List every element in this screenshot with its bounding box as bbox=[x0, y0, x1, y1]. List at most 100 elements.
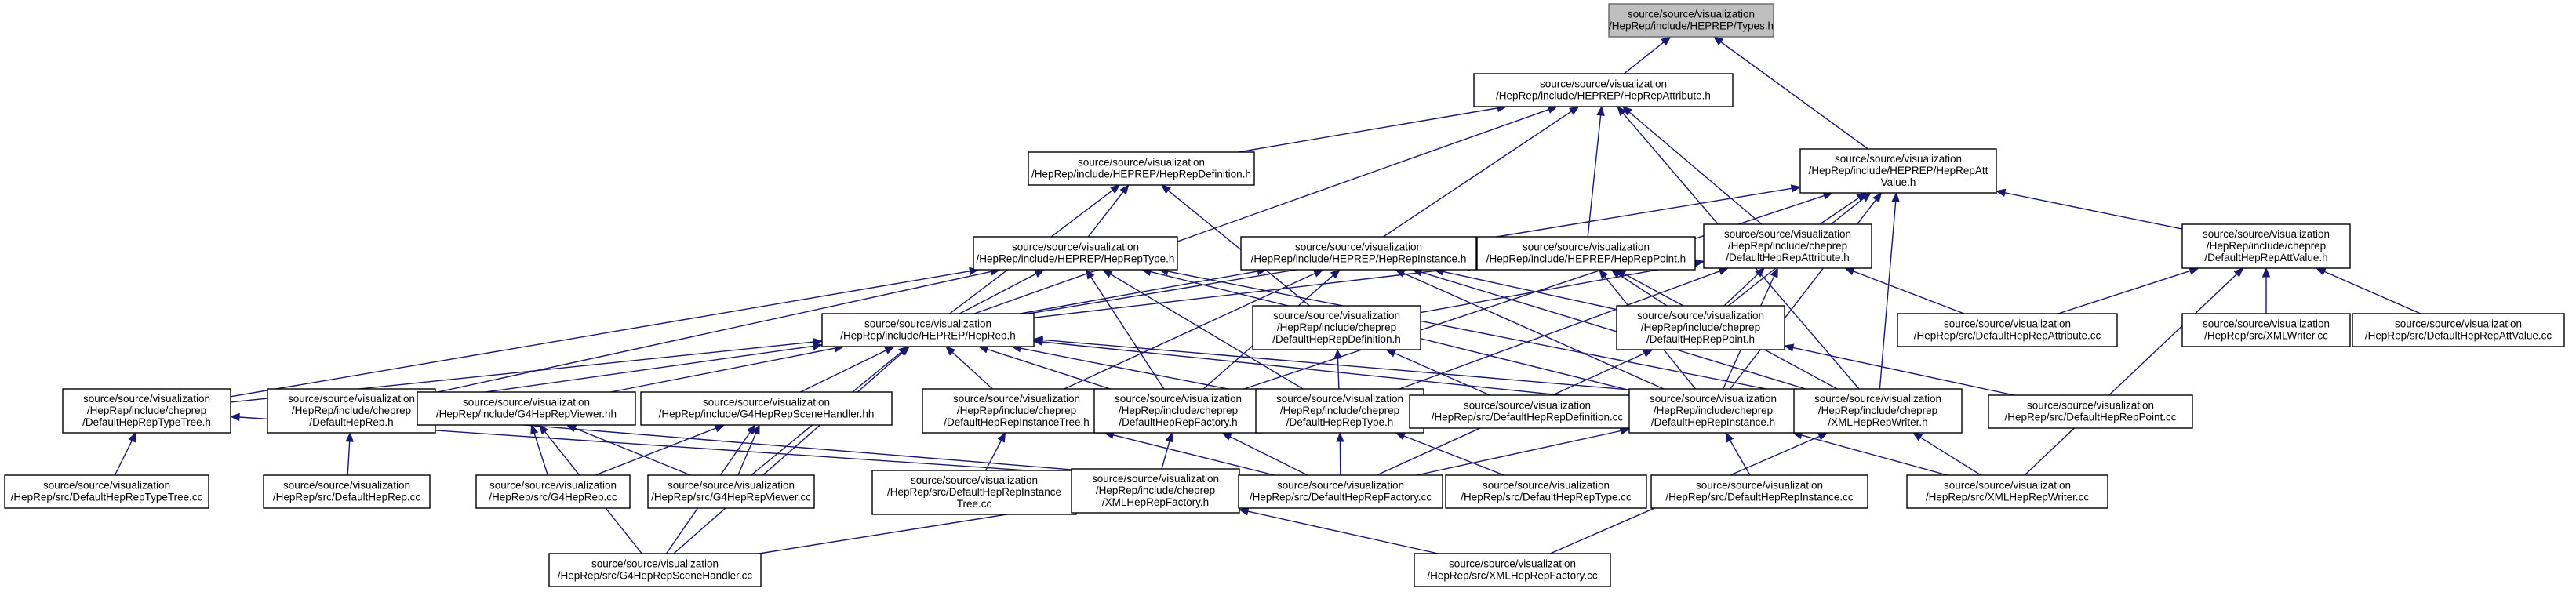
node-def-attvalue-cc[interactable]: source/source/visualization/HepRep/src/D… bbox=[2352, 313, 2565, 347]
node-def-definition-cc[interactable]: source/source/visualization/HepRep/src/D… bbox=[1409, 394, 1646, 429]
node-g4viewer-hh[interactable]: source/source/visualization/HepRep/inclu… bbox=[417, 391, 636, 426]
node-box[interactable] bbox=[1793, 388, 1963, 434]
node-box[interactable] bbox=[1238, 474, 1443, 509]
node-box[interactable] bbox=[62, 388, 231, 434]
node-box[interactable] bbox=[1703, 223, 1872, 269]
node-point-h[interactable]: source/source/visualization/HepRep/inclu… bbox=[1476, 236, 1696, 271]
arrow-head-icon bbox=[1755, 267, 1766, 278]
arrow-head-icon bbox=[1817, 432, 1828, 441]
node-def-typetree-cc[interactable]: source/source/visualization/HepRep/src/D… bbox=[4, 474, 209, 509]
node-xmlwriter-cc2[interactable]: source/source/visualization/HepRep/src/X… bbox=[1906, 474, 2108, 509]
node-def-instance-cc[interactable]: source/source/visualization/HepRep/src/D… bbox=[1650, 474, 1868, 509]
arrow-head-icon bbox=[1102, 269, 1113, 278]
node-box[interactable] bbox=[647, 474, 815, 509]
node-box[interactable] bbox=[640, 391, 893, 426]
node-xmlwriter-cc[interactable]: source/source/visualization/HepRep/src/X… bbox=[2181, 313, 2351, 347]
node-label-line: source/source/visualization bbox=[43, 480, 170, 492]
node-label-line: /HepRep/src/XMLHepRepWriter.cc bbox=[1926, 492, 2090, 503]
node-box[interactable] bbox=[1240, 236, 1477, 271]
node-def-factory-h[interactable]: source/source/visualization/HepRep/inclu… bbox=[1093, 388, 1263, 434]
node-def-instancetree-h[interactable]: source/source/visualization/HepRep/inclu… bbox=[922, 388, 1112, 434]
edge-xmlfactory_cc-to-xmlfactory_h bbox=[1238, 507, 1439, 554]
node-box[interactable] bbox=[1445, 474, 1647, 509]
node-def-factory-cc[interactable]: source/source/visualization/HepRep/src/D… bbox=[1238, 474, 1443, 509]
node-attribute-h[interactable]: source/source/visualization/HepRep/inclu… bbox=[1473, 73, 1734, 107]
node-label-line: /HepRep/include/cheprep bbox=[292, 405, 411, 416]
node-type-h[interactable]: source/source/visualization/HepRep/inclu… bbox=[973, 236, 1178, 271]
node-g4viewer-cc[interactable]: source/source/visualization/HepRep/src/G… bbox=[647, 474, 815, 509]
edge-line bbox=[737, 432, 757, 476]
edge-line bbox=[230, 271, 970, 398]
node-def-point-h[interactable]: source/source/visualization/HepRep/inclu… bbox=[1616, 305, 1785, 350]
node-def-instance-h[interactable]: source/source/visualization/HepRep/inclu… bbox=[1628, 388, 1798, 434]
node-label-line: source/source/visualization bbox=[1078, 157, 1205, 169]
node-def-type-h[interactable]: source/source/visualization/HepRep/inclu… bbox=[1255, 388, 1424, 434]
edge-heprep_h-to-attribute_h bbox=[973, 105, 1559, 314]
node-label-line: /HepRep/include/HEPREP/Types.h bbox=[1609, 20, 1774, 32]
node-box[interactable] bbox=[1414, 553, 1611, 587]
node-box[interactable] bbox=[1409, 394, 1646, 429]
node-box[interactable] bbox=[1476, 236, 1696, 271]
node-label-line: /HepRep/src/DefaultHepRepInstance.cc bbox=[1665, 492, 1854, 503]
node-xmlfactory-h[interactable]: source/source/visualization/HepRep/inclu… bbox=[1071, 468, 1240, 514]
node-box[interactable] bbox=[922, 388, 1112, 434]
node-definition-h[interactable]: source/source/visualization/HepRep/inclu… bbox=[1028, 151, 1255, 186]
node-box[interactable] bbox=[475, 474, 631, 509]
node-box[interactable] bbox=[2352, 313, 2565, 347]
node-box[interactable] bbox=[1799, 148, 1997, 194]
node-box[interactable] bbox=[263, 474, 431, 509]
node-g4heprep-cc[interactable]: source/source/visualization/HepRep/src/G… bbox=[475, 474, 631, 509]
node-def-attribute-cc[interactable]: source/source/visualization/HepRep/src/D… bbox=[1897, 313, 2118, 347]
node-box[interactable] bbox=[267, 388, 436, 434]
node-label-line: source/source/visualization bbox=[953, 393, 1080, 405]
arrow-head-icon bbox=[1844, 267, 1855, 275]
node-xmlfactory-cc[interactable]: source/source/visualization/HepRep/src/X… bbox=[1414, 553, 1611, 587]
node-def-instancetree-cc[interactable]: source/source/visualization/HepRep/src/D… bbox=[871, 470, 1077, 515]
node-instance-h[interactable]: source/source/visualization/HepRep/inclu… bbox=[1240, 236, 1477, 271]
node-def-heprep-h[interactable]: source/source/visualization/HepRep/inclu… bbox=[267, 388, 436, 434]
node-box[interactable] bbox=[973, 236, 1178, 271]
edge-line bbox=[1229, 436, 1308, 476]
node-label-line: source/source/visualization bbox=[1115, 393, 1242, 405]
node-box[interactable] bbox=[1650, 474, 1868, 509]
node-g4scenehandler-cc[interactable]: source/source/visualization/HepRep/src/G… bbox=[548, 553, 762, 587]
arrow-head-icon bbox=[1891, 191, 1900, 202]
node-box[interactable] bbox=[1608, 3, 1774, 38]
node-box[interactable] bbox=[1093, 388, 1263, 434]
edge-heprep_h-to-type_h bbox=[959, 269, 1045, 314]
node-label-line: source/source/visualization bbox=[1724, 228, 1851, 240]
node-box[interactable] bbox=[2181, 313, 2351, 347]
node-box[interactable] bbox=[1897, 313, 2118, 347]
node-xmlwriter-h[interactable]: source/source/visualization/HepRep/inclu… bbox=[1793, 388, 1963, 434]
node-def-attribute-h[interactable]: source/source/visualization/HepRep/inclu… bbox=[1703, 223, 1872, 269]
node-def-type-cc[interactable]: source/source/visualization/HepRep/src/D… bbox=[1445, 474, 1647, 509]
node-box[interactable] bbox=[871, 470, 1077, 515]
node-def-heprep-cc[interactable]: source/source/visualization/HepRep/src/D… bbox=[263, 474, 431, 509]
node-g4scenehandler-hh[interactable]: source/source/visualization/HepRep/inclu… bbox=[640, 391, 893, 426]
node-box[interactable] bbox=[4, 474, 209, 509]
node-box[interactable] bbox=[1071, 468, 1240, 514]
node-def-definition-h[interactable]: source/source/visualization/HepRep/inclu… bbox=[1252, 305, 1421, 350]
node-def-attvalue-h[interactable]: source/source/visualization/HepRep/inclu… bbox=[2181, 223, 2351, 269]
node-types-h[interactable]: source/source/visualization/HepRep/inclu… bbox=[1608, 3, 1774, 38]
node-box[interactable] bbox=[1252, 305, 1421, 350]
node-def-typetree-h[interactable]: source/source/visualization/HepRep/inclu… bbox=[62, 388, 231, 434]
node-def-point-cc[interactable]: source/source/visualization/HepRep/src/D… bbox=[1988, 394, 2193, 429]
node-box[interactable] bbox=[1028, 151, 1255, 186]
edge-line bbox=[347, 441, 351, 476]
edge-g4viewer_cc-to-g4scenehandler_hh bbox=[737, 423, 760, 476]
edge-line bbox=[987, 348, 1111, 390]
node-box[interactable] bbox=[2181, 223, 2351, 269]
node-box[interactable] bbox=[548, 553, 762, 587]
node-attvalue-h[interactable]: source/source/visualization/HepRep/inclu… bbox=[1799, 148, 1997, 194]
node-box[interactable] bbox=[1988, 394, 2193, 429]
edge-line bbox=[1623, 42, 1665, 74]
node-box[interactable] bbox=[1473, 73, 1734, 107]
node-heprep-h[interactable]: source/source/visualization/HepRep/inclu… bbox=[821, 313, 1035, 347]
edge-line bbox=[2323, 271, 2421, 314]
node-box[interactable] bbox=[1906, 474, 2108, 509]
node-box[interactable] bbox=[821, 313, 1035, 347]
node-box[interactable] bbox=[417, 391, 636, 426]
node-box[interactable] bbox=[1616, 305, 1785, 350]
